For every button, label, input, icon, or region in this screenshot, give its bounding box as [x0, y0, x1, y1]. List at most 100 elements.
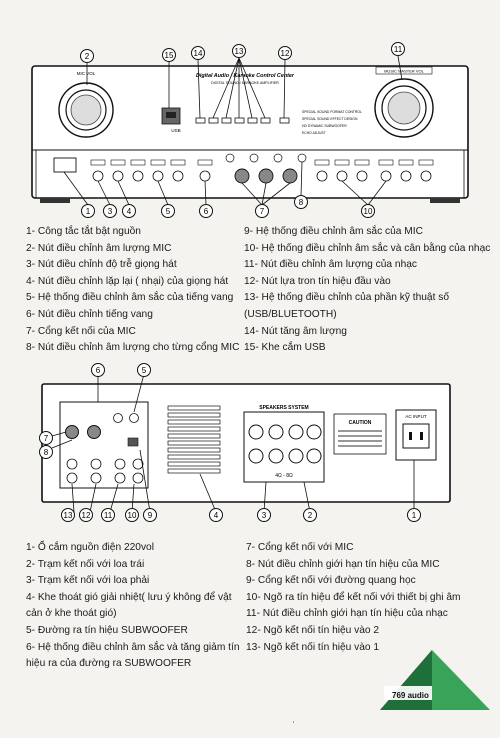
digital-control-buttons [195, 117, 290, 124]
front-legend-right: 9- Hệ thống điều chỉnh âm sắc của MIC 10… [244, 224, 491, 357]
music-eq-knob-row [316, 170, 432, 182]
usb-label: USB [171, 128, 180, 133]
legend-item: 8- Nút điều chỉnh giới hạn tín hiệu của … [246, 558, 440, 570]
callout-11: 11 [391, 42, 405, 56]
brand-logo-shape [380, 650, 490, 710]
callout-1: 1 [407, 508, 421, 522]
callout-9: 9 [143, 508, 157, 522]
svg-text:15: 15 [165, 51, 174, 60]
legend-item: 12- Nút lựa tron tín hiệu đầu vào [244, 275, 391, 287]
callout-7: 7 [39, 431, 53, 445]
legend-item: 6- Hệ thống điều chỉnh âm sắc và tăng gi… [26, 641, 240, 670]
svg-text:12: 12 [281, 49, 290, 58]
svg-text:2: 2 [308, 511, 313, 520]
rear-legend-left: 1- Ổ cắm nguồn điện 220vol 2- Trạm kết n… [26, 540, 242, 673]
callout-13: 13 [232, 44, 246, 58]
callout-5: 5 [161, 204, 175, 218]
svg-text:10: 10 [128, 511, 137, 520]
legend-item: 14- Nút tăng âm lượng [244, 325, 347, 337]
legend-item: 13- Hệ thống điều chỉnh của phần kỹ thuậ… [244, 292, 450, 304]
callout-1: 1 [81, 204, 95, 218]
svg-text:6: 6 [96, 366, 101, 375]
callout-4: 4 [122, 204, 136, 218]
svg-text:12: 12 [82, 511, 91, 520]
mic-vol-label: MIC VOL [77, 71, 96, 76]
svg-text:CAUTION: CAUTION [349, 420, 372, 426]
callout-6: 6 [199, 204, 213, 218]
legend-item: 5- Đường ra tín hiệu SUBWOOFER [26, 624, 188, 636]
front-legend-left: 1- Công tắc tắt bật nguồn 2- Nút điều ch… [26, 224, 241, 357]
svg-text:4: 4 [127, 207, 132, 216]
page-mark: ʾ [292, 720, 295, 730]
legend-item: 9- Hệ thống điều chỉnh âm sắc của MIC [244, 226, 423, 237]
front-logo-text: Digital Audio / Karaoke Control Center [196, 73, 295, 79]
legend-item: 2- Nút điều chỉnh âm lượng MIC [26, 242, 172, 254]
legend-item: 1- Ổ cắm nguồn điện 220vol [26, 542, 154, 553]
brand-name: 769 audio [392, 691, 429, 700]
callout-8: 8 [39, 445, 53, 459]
svg-text:SPECIAL SOUND FORMAT CONTROL: SPECIAL SOUND FORMAT CONTROL [302, 110, 362, 114]
callout-13: 13 [61, 508, 75, 522]
svg-text:3: 3 [262, 511, 267, 520]
rca-input-jacks [66, 458, 144, 484]
svg-text:13: 13 [64, 511, 73, 520]
speakers-label: SPEAKERS SYSTEM [259, 405, 308, 411]
svg-text:HD DYNAMIC SUBWOOFER: HD DYNAMIC SUBWOOFER [302, 124, 347, 128]
legend-item: 9- Cổng kết nối với đường quang học [246, 575, 416, 587]
callout-10: 10 [125, 508, 139, 522]
callout-4: 4 [209, 508, 223, 522]
callout-12: 12 [278, 46, 292, 60]
mic-volume-knob [58, 82, 114, 138]
svg-text:11: 11 [104, 511, 113, 520]
callout-6: 6 [91, 363, 105, 377]
legend-item: 3- Nút điều chỉnh độ trễ giọng hát [26, 259, 177, 271]
rear-panel-diagram: SPEAKERS SYSTEM 4Ω - 8Ω CAUTION AC INPUT… [39, 363, 451, 522]
legend-item: 8- Nút điều chỉnh âm lượng cho từng cổng… [26, 342, 240, 354]
callout-7: 7 [255, 204, 269, 218]
usb-slot [161, 107, 181, 125]
legend-item: 10- Ngõ ra tín hiệu để kết nối với thiết… [246, 591, 461, 603]
legend-item: 15- Khe cắm USB [244, 342, 326, 354]
legend-item: 12- Ngõ kết nối tín hiệu vào 2 [246, 624, 380, 636]
ac-power-socket [402, 423, 430, 449]
front-panel-diagram: MIC VOL MUSIC MASTER VOL Digital Audio /… [31, 42, 469, 218]
callout-3: 3 [103, 204, 117, 218]
vent-slots [167, 405, 221, 474]
speaker-terminals [248, 424, 322, 464]
callout-2: 2 [80, 49, 94, 63]
callout-11: 11 [101, 508, 115, 522]
callout-12: 12 [79, 508, 93, 522]
legend-item: 10- Hệ thống điều chỉnh âm sắc và cân bằ… [244, 242, 491, 254]
legend-item: 4- Khe thoát gió giải nhiệt( lưu ý không… [26, 591, 232, 620]
callout-2: 2 [303, 508, 317, 522]
callout-10: 10 [361, 204, 375, 218]
svg-text:11: 11 [394, 45, 403, 54]
svg-text:SPECIAL SOUND EFFECT DESIGN: SPECIAL SOUND EFFECT DESIGN [302, 117, 358, 121]
feature-lines: SPECIAL SOUND FORMAT CONTROL SPECIAL SOU… [302, 110, 362, 135]
music-vol-label: MUSIC MASTER VOL [384, 69, 425, 74]
legend-item: (USB/BLUETOOTH) [244, 308, 337, 320]
callout-14: 14 [191, 46, 205, 60]
svg-text:5: 5 [142, 366, 147, 375]
callout-15: 15 [162, 48, 176, 62]
legend-item: 4- Nút điều chỉnh lặp lại ( nhại) của gi… [26, 275, 229, 287]
ac-input-label: AC INPUT [405, 414, 427, 419]
optical-port [127, 437, 139, 447]
svg-text:13: 13 [235, 47, 244, 56]
svg-text:8: 8 [44, 448, 49, 457]
svg-text:8: 8 [299, 198, 304, 207]
legend-item: 11- Nút điều chỉnh giới hạn tín hiệu của… [246, 608, 448, 620]
subwoofer-jacks [113, 413, 139, 423]
svg-text:1: 1 [86, 207, 91, 216]
power-switch [53, 157, 77, 173]
svg-text:7: 7 [260, 207, 265, 216]
svg-text:ECHO ADJUST: ECHO ADJUST [302, 131, 326, 135]
legend-item: 3- Trạm kết nối với loa phải [26, 575, 150, 587]
svg-text:14: 14 [194, 49, 203, 58]
callout-8: 8 [294, 195, 308, 209]
svg-text:3: 3 [108, 207, 113, 216]
echo-knob-row [92, 170, 211, 182]
speaker-impedance: 4Ω - 8Ω [275, 473, 293, 479]
rear-legend-right: 7- Cổng kết nối với MIC 8- Nút điều chỉn… [246, 540, 486, 656]
legend-item: 6- Nút điều chỉnh tiếng vang [26, 308, 153, 320]
